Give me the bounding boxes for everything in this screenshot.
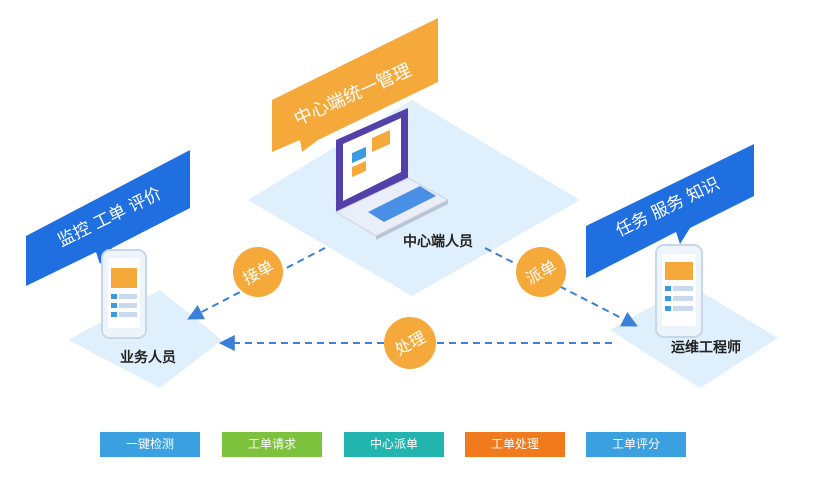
flow-process: 处理 [384, 317, 436, 369]
legend-center-dispatch: 中心派单 [344, 432, 444, 457]
left-label: 业务人员 [120, 349, 176, 366]
legend-ticket-rating: 工单评分 [586, 432, 686, 457]
legend-one-click-check: 一键检测 [100, 432, 200, 457]
phone-icon [101, 249, 147, 339]
left-platform [68, 290, 222, 388]
center-label: 中心端人员 [403, 233, 473, 250]
legend-ticket-processing: 工单处理 [465, 432, 565, 457]
flow-dispatch: 派单 [516, 247, 566, 297]
legend-ticket-request: 工单请求 [222, 432, 322, 457]
laptop-icon [334, 108, 450, 240]
phone-icon [655, 244, 703, 338]
right-label: 运维工程师 [671, 339, 741, 356]
flow-receive: 接单 [233, 247, 283, 297]
